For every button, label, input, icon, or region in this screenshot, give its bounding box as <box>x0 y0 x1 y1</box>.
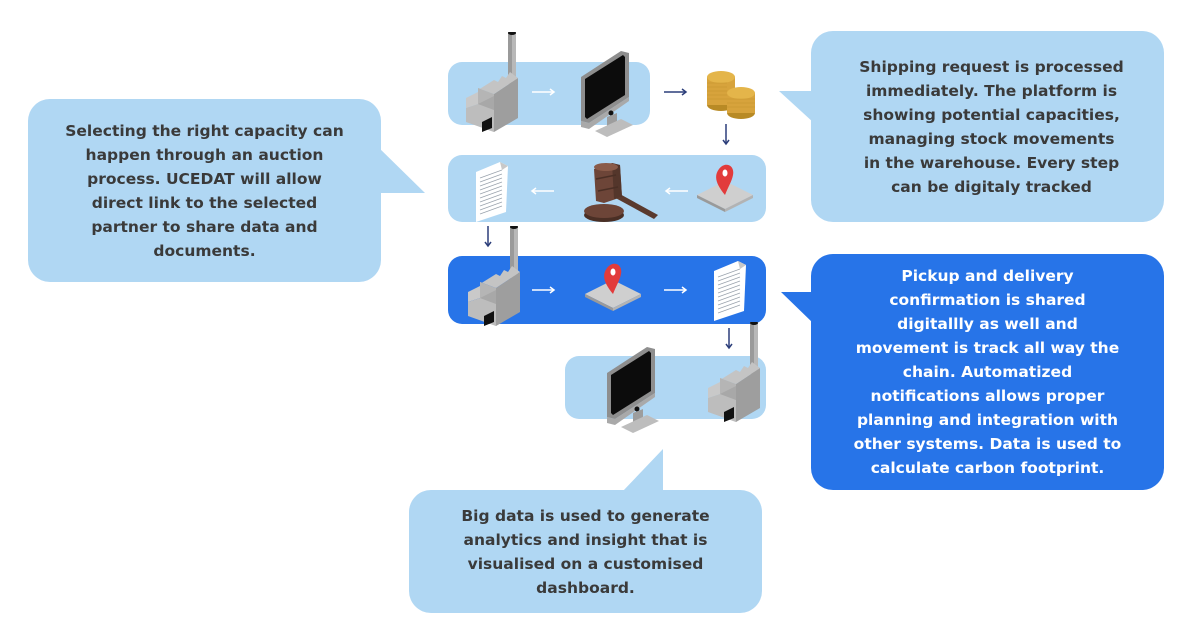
shipping-bubble-pointer <box>779 91 814 123</box>
arrow-down-icon <box>722 124 730 145</box>
analytics-bubble-pointer <box>622 449 663 492</box>
arrow-right-icon <box>532 88 555 96</box>
factory-icon <box>468 226 520 326</box>
delivery-callout: Pickup and delivery confirmation is shar… <box>811 254 1164 490</box>
computer-monitor-icon <box>581 51 633 137</box>
analytics-callout-text: Big data is used to generate analytics a… <box>461 506 710 597</box>
arrow-right-icon <box>664 88 687 96</box>
coins-icon <box>706 70 756 120</box>
factory-icon <box>708 322 760 422</box>
location-pin-icon <box>697 164 753 212</box>
arrow-left-icon <box>665 187 689 195</box>
computer-monitor-icon <box>607 347 659 433</box>
document-icon <box>713 261 747 322</box>
delivery-bubble-pointer <box>781 292 814 324</box>
auction-bubble-pointer <box>378 147 425 193</box>
location-pin-icon <box>585 263 641 311</box>
auction-callout: Selecting the right capacity can happen … <box>28 99 381 282</box>
auction-callout-text: Selecting the right capacity can happen … <box>65 121 344 260</box>
shipping-callout: Shipping request is processed immediatel… <box>811 31 1164 222</box>
gavel-icon <box>584 163 659 223</box>
arrow-right-icon <box>532 286 555 294</box>
shipping-callout-text: Shipping request is processed immediatel… <box>859 57 1124 196</box>
document-icon <box>475 162 509 223</box>
analytics-callout: Big data is used to generate analytics a… <box>409 490 762 613</box>
delivery-callout-text: Pickup and delivery confirmation is shar… <box>853 267 1122 477</box>
arrow-right-icon <box>664 286 687 294</box>
arrow-left-icon <box>531 187 555 195</box>
factory-icon <box>466 32 518 132</box>
